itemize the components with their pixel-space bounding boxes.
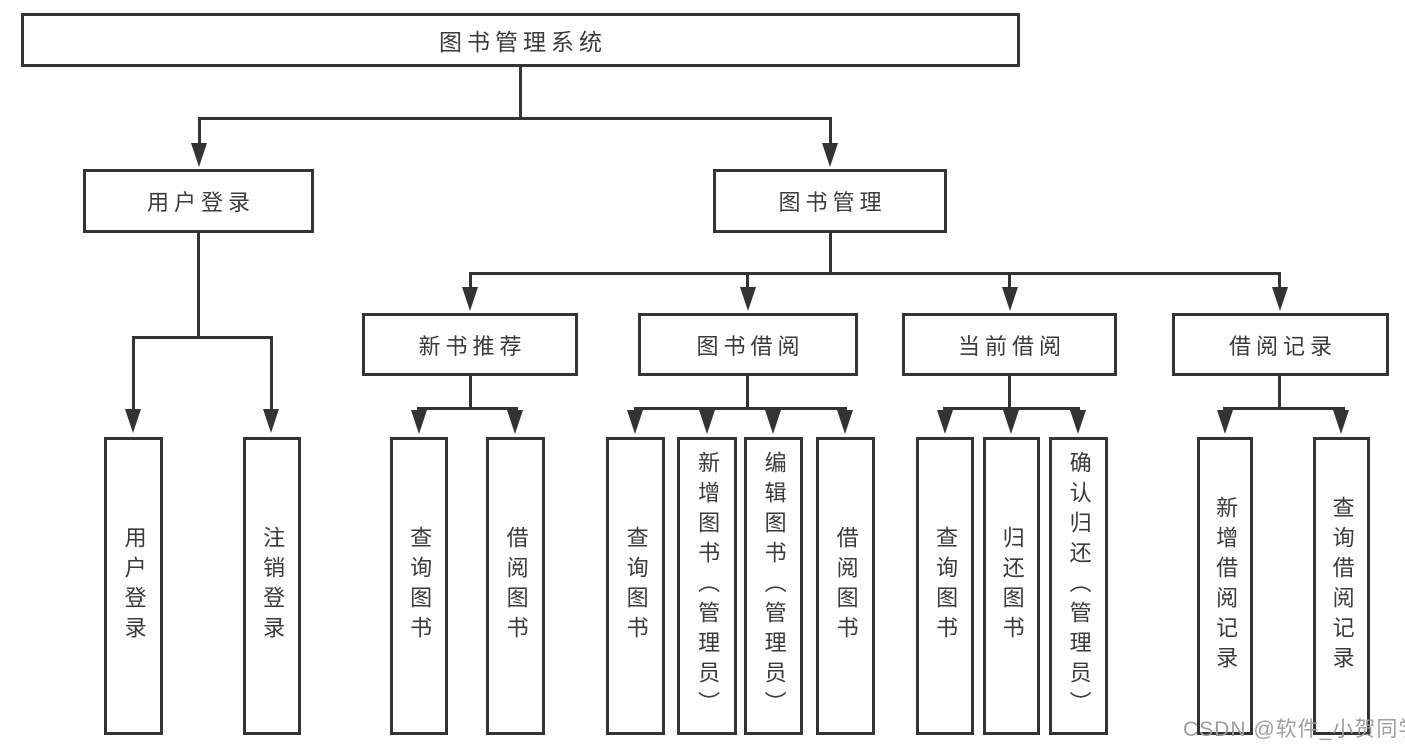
connector-line [1223, 407, 1345, 410]
node-library-management-system: 图书管理系统 [21, 13, 1020, 67]
node-book-borrowing: 图书借阅 [638, 313, 858, 376]
leaf-query-borrow-record: 查询借阅记录 [1313, 437, 1370, 735]
arrow-down-icon [411, 410, 427, 434]
arrow-down-icon [507, 410, 523, 434]
node-book-management: 图书管理 [713, 169, 947, 233]
connector-line [469, 272, 472, 289]
connector-line [746, 376, 749, 410]
connector-line [746, 272, 749, 289]
leaf-label: 借阅图书 [833, 526, 859, 646]
node-current-borrowing: 当前借阅 [902, 313, 1117, 376]
leaf-label: 编辑图书（管理员） [761, 451, 787, 721]
leaf-borrow-books-borrowing: 借阅图书 [816, 437, 875, 735]
connector-line [197, 233, 200, 339]
connector-line [132, 336, 135, 410]
leaf-query-books-recommend: 查询图书 [390, 437, 448, 735]
arrow-down-icon [263, 409, 279, 433]
leaf-label: 查询借阅记录 [1329, 496, 1355, 676]
leaf-add-borrow-record: 新增借阅记录 [1197, 437, 1253, 735]
connector-line [198, 117, 832, 120]
connector-line [1008, 272, 1011, 289]
leaf-add-book-admin: 新增图书（管理员） [677, 437, 737, 735]
connector-line [469, 272, 1281, 275]
arrow-down-icon [1272, 287, 1288, 311]
arrow-down-icon [699, 410, 715, 434]
arrow-down-icon [837, 410, 853, 434]
connector-line [943, 407, 1080, 410]
leaf-label: 新增借阅记录 [1213, 496, 1239, 676]
arrow-down-icon [1003, 410, 1019, 434]
connector-line [469, 376, 472, 410]
arrow-down-icon [191, 143, 207, 167]
connector-line [829, 117, 832, 146]
arrow-down-icon [1333, 410, 1349, 434]
leaf-label: 归还图书 [999, 526, 1025, 646]
arrow-down-icon [125, 409, 141, 433]
connector-line [1008, 376, 1011, 410]
leaf-label: 借阅图书 [503, 526, 529, 646]
node-new-book-recommendation: 新书推荐 [362, 313, 578, 376]
arrow-down-icon [1217, 410, 1233, 434]
connector-line [1278, 376, 1281, 410]
leaf-borrow-books-recommend: 借阅图书 [486, 437, 545, 735]
node-borrowing-records: 借阅记录 [1172, 313, 1389, 376]
arrow-down-icon [822, 143, 838, 167]
leaf-label: 查询图书 [933, 526, 959, 646]
csdn-watermark: CSDN @软件_小贺同学 [1183, 718, 1405, 741]
connector-line [519, 67, 522, 118]
leaf-query-books-borrowing: 查询图书 [606, 437, 665, 735]
leaf-label: 新增图书（管理员） [695, 451, 721, 721]
connector-line [198, 117, 201, 146]
leaf-label: 查询图书 [623, 526, 649, 646]
leaf-label: 查询图书 [407, 526, 433, 646]
leaf-label: 确认归还（管理员） [1066, 451, 1092, 721]
connector-line [417, 407, 518, 410]
leaf-edit-book-admin: 编辑图书（管理员） [744, 437, 803, 735]
leaf-confirm-return-admin: 确认归还（管理员） [1049, 437, 1108, 735]
leaf-return-books: 归还图书 [983, 437, 1040, 735]
node-user-login: 用户登录 [83, 169, 314, 233]
arrow-down-icon [1002, 287, 1018, 311]
leaf-user-login: 用户登录 [104, 437, 163, 735]
arrow-down-icon [937, 410, 953, 434]
leaf-label: 用户登录 [121, 526, 147, 646]
connector-line [634, 407, 847, 410]
arrow-down-icon [1070, 410, 1086, 434]
arrow-down-icon [462, 287, 478, 311]
connector-line [829, 233, 832, 275]
arrow-down-icon [765, 410, 781, 434]
connector-line [270, 336, 273, 410]
connector-line [1278, 272, 1281, 289]
connector-line [132, 336, 273, 339]
leaf-label: 注销登录 [260, 526, 286, 646]
leaf-query-books-current: 查询图书 [916, 437, 974, 735]
arrow-down-icon [740, 287, 756, 311]
leaf-logout: 注销登录 [243, 437, 301, 735]
arrow-down-icon [627, 410, 643, 434]
